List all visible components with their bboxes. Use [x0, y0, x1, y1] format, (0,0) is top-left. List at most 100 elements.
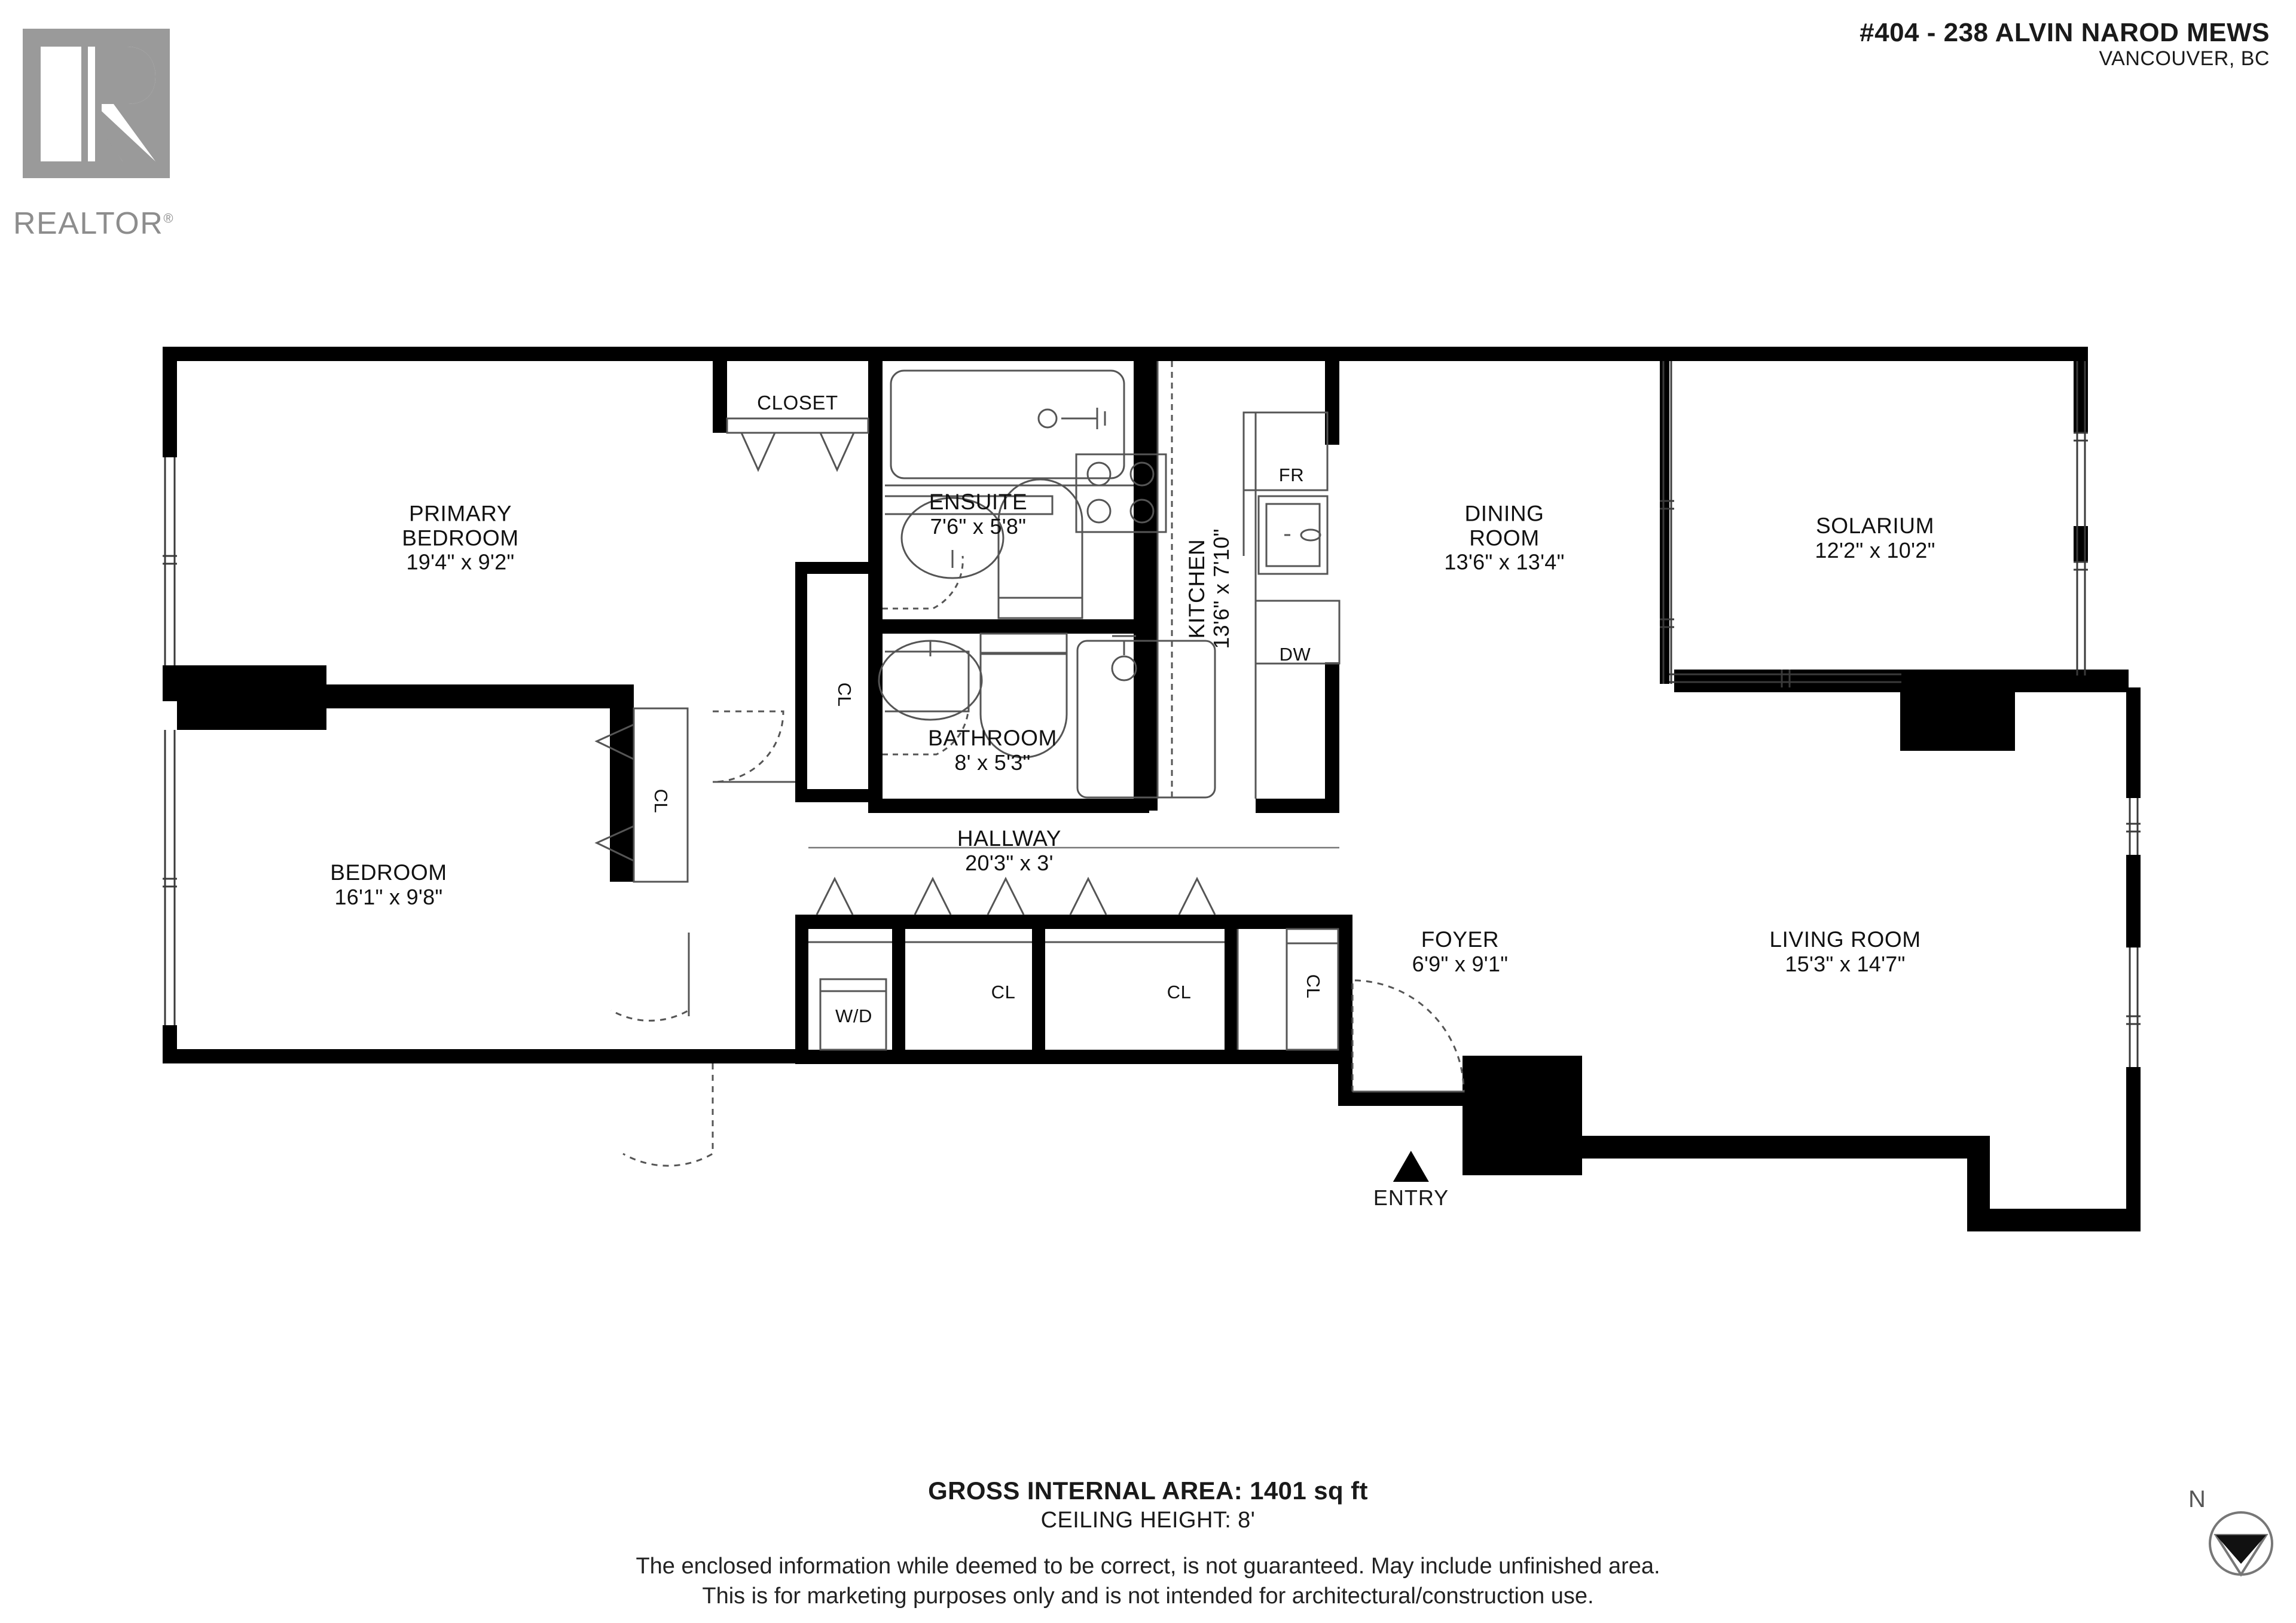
plan-footer: GROSS INTERNAL AREA: 1401 sq ft CEILING … [0, 1477, 2296, 1611]
foyer-name: FOYER [1421, 927, 1500, 952]
closet-name: CLOSET [757, 391, 838, 414]
cl1-door-fold-b [987, 876, 1025, 915]
bedroom-cl-fold-a [594, 723, 634, 760]
dw-text: DW [1279, 643, 1311, 665]
room-label-living-room: LIVING ROOM 15'3" x 14'7" [1769, 927, 1921, 976]
entry-label: ENTRY [1373, 1185, 1449, 1210]
fixtures-group [594, 361, 1465, 1167]
closet-label-hall-2: CL [1167, 982, 1192, 1002]
closet-door-fold-right [819, 432, 855, 472]
compass-north-icon [2209, 1511, 2273, 1577]
ensuite-name: ENSUITE [929, 489, 1028, 514]
appliance-label-washer-dryer: W/D [835, 1005, 873, 1026]
bedroom-door-swing [610, 933, 690, 1022]
cl2-door-fold-a [1069, 876, 1107, 915]
bedroom-closet [633, 707, 689, 883]
fridge-box [1242, 411, 1329, 491]
property-address: #404 - 238 ALVIN NAROD MEWS VANCOUVER, B… [1860, 18, 2270, 70]
bedroom-name: BEDROOM [330, 860, 447, 885]
ensuite-toilet-tank [997, 597, 1083, 619]
address-line-2: VANCOUVER, BC [2099, 47, 2270, 71]
kitchen-sink [1257, 495, 1329, 575]
solarium-dimensions: 12'2" x 10'2" [1815, 537, 1935, 563]
appliance-label-dishwasher: DW [1280, 644, 1311, 665]
closet-label-ensuite: CL [834, 682, 856, 707]
washer-dryer-unit [819, 978, 887, 1051]
burner-2 [1129, 461, 1155, 487]
compass-north-label: N [2188, 1486, 2206, 1512]
floor-plan-svg [163, 347, 2141, 1231]
bathroom-shower-tub [1076, 640, 1216, 799]
burner-4 [1129, 499, 1155, 524]
hall-door-swing [622, 1063, 714, 1167]
living-room-dimensions: 15'3" x 14'7" [1785, 951, 1906, 976]
cl2-door-fold-b [1178, 876, 1216, 915]
ensuite-toilet [997, 478, 1083, 599]
bathroom-vanity-counter [885, 650, 970, 713]
entry-door-swing [1351, 979, 1465, 1093]
burner-1 [1086, 461, 1112, 487]
ensuite-door-swing [883, 555, 964, 610]
kitchen-dimensions: 13'6" x 7'10" [1208, 528, 1234, 649]
cl-hall-2-text: CL [1167, 981, 1192, 1002]
burner-3 [1086, 499, 1112, 524]
foyer-dimensions: 6'9" x 9'1" [1412, 951, 1509, 976]
shower-drain [1111, 655, 1137, 681]
entry-arrow-icon [1393, 1151, 1429, 1182]
dining-room-name-line2: ROOM [1469, 525, 1540, 551]
entry-marker: ENTRY [1373, 1151, 1449, 1211]
bathtub [890, 369, 1125, 479]
primary-bedroom-name-line2: BEDROOM [402, 525, 519, 551]
solarium-name: SOLARIUM [1815, 513, 1935, 538]
dining-room-dimensions: 13'6" x 13'4" [1444, 549, 1565, 574]
closet-door-fold-left [740, 432, 776, 472]
disclaimer-line-1: The enclosed information while deemed to… [636, 1554, 1660, 1579]
room-label-closet: CLOSET [757, 392, 838, 414]
cl-bedroom-text: CL [651, 788, 672, 814]
disclaimer-line-2: This is for marketing purposes only and … [702, 1584, 1594, 1609]
realtor-wordmark: REALTOR® [13, 206, 175, 241]
bathroom-toilet-tank [979, 632, 1068, 655]
dishwasher-box [1254, 600, 1341, 665]
foyer-closet [1286, 928, 1339, 1051]
room-label-solarium: SOLARIUM 12'2" x 10'2" [1815, 514, 1935, 562]
hallway-dimensions: 20'3" x 3' [965, 850, 1054, 875]
windows-group [163, 361, 2141, 1067]
ceiling-height: CEILING HEIGHT: 8' [1040, 1508, 1256, 1533]
realtor-r-icon [23, 29, 170, 178]
ensuite-vanity-counter [885, 495, 1054, 515]
room-label-primary-bedroom: PRIMARY BEDROOM 19'4" x 9'2" [402, 502, 518, 574]
closet-label-bedroom: CL [651, 789, 671, 814]
wd-door-fold [816, 876, 854, 915]
walls-group [163, 347, 2141, 1231]
ensuite-dimensions: 7'6" x 5'8" [930, 514, 1027, 539]
primary-bedroom-dimensions: 19'4" x 9'2" [406, 549, 515, 574]
cl-hall-1-text: CL [991, 981, 1016, 1002]
room-label-ensuite: ENSUITE 7'6" x 5'8" [929, 490, 1028, 538]
sink-faucet [1300, 528, 1321, 542]
fr-text: FR [1278, 464, 1305, 485]
bedroom-dimensions: 16'1" x 9'8" [334, 884, 443, 909]
gross-internal-area: GROSS INTERNAL AREA: 1401 sq ft [928, 1477, 1368, 1505]
bathroom-door-swing [883, 704, 970, 756]
closet-door-track [726, 417, 869, 434]
bathroom-name: BATHROOM [928, 725, 1057, 750]
cl1-door-fold-a [914, 876, 952, 915]
tub-drain [1037, 408, 1058, 429]
room-label-kitchen: KITCHEN 13'6" x 7'10" [1184, 528, 1234, 649]
room-label-bathroom: BATHROOM 8' x 5'3" [928, 726, 1057, 774]
floor-plan-drawing [163, 347, 2141, 1231]
bathroom-toilet [979, 652, 1068, 759]
primary-bedroom-name-line1: PRIMARY [408, 501, 512, 526]
address-line-1: #404 - 238 ALVIN NAROD MEWS [1860, 18, 2270, 47]
wd-text: W/D [835, 1005, 873, 1026]
cl-foyer-text: CL [1303, 974, 1324, 999]
cl-ensuite-text: CL [834, 682, 856, 707]
kitchen-name: KITCHEN [1184, 539, 1209, 639]
living-room-name: LIVING ROOM [1769, 927, 1921, 952]
ensuite-sink [900, 497, 1004, 579]
primary-bedroom-door-swing [712, 710, 784, 783]
bathroom-dimensions: 8' x 5'3" [954, 750, 1031, 775]
room-label-hallway: HALLWAY 20'3" x 3' [957, 826, 1061, 875]
cooktop [1075, 453, 1167, 533]
